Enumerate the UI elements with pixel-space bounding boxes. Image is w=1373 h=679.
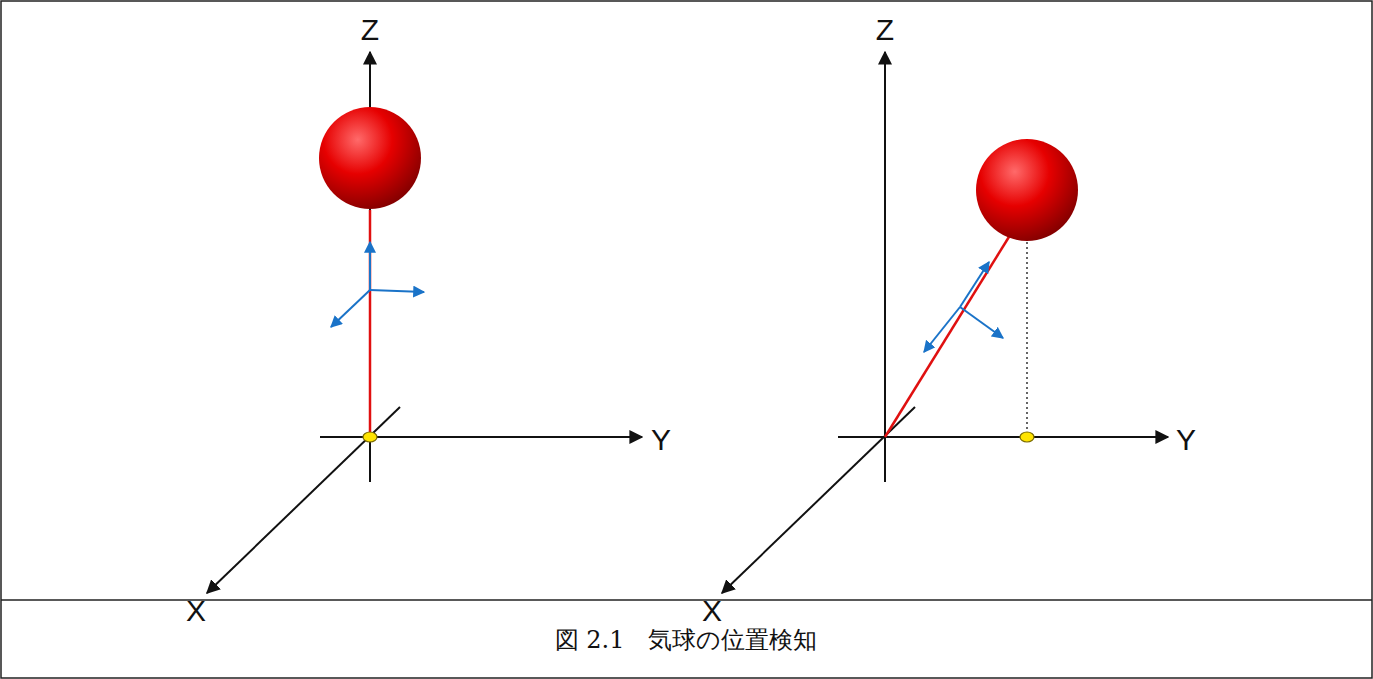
projection-line — [1026, 242, 1028, 437]
axis-label-z: Z — [361, 15, 379, 45]
tether — [885, 232, 1012, 437]
axes — [722, 52, 1168, 593]
frame-divider — [1, 599, 1372, 601]
ground-point — [363, 432, 377, 442]
axes — [207, 52, 642, 593]
axis-label-z: Z — [876, 15, 894, 45]
ground-point — [1020, 432, 1034, 442]
sensor-axes — [924, 262, 1003, 352]
figure-caption: 図 2.1 気球の位置検知 — [555, 626, 818, 655]
axis-label-y: Y — [651, 425, 671, 455]
sensor-axes — [331, 242, 424, 327]
axis-label-x: X — [186, 596, 206, 626]
balloon — [976, 139, 1078, 241]
tether — [369, 210, 372, 437]
axis-label-x: X — [702, 596, 722, 626]
balloon — [319, 107, 421, 209]
axis-label-y: Y — [1176, 425, 1196, 455]
